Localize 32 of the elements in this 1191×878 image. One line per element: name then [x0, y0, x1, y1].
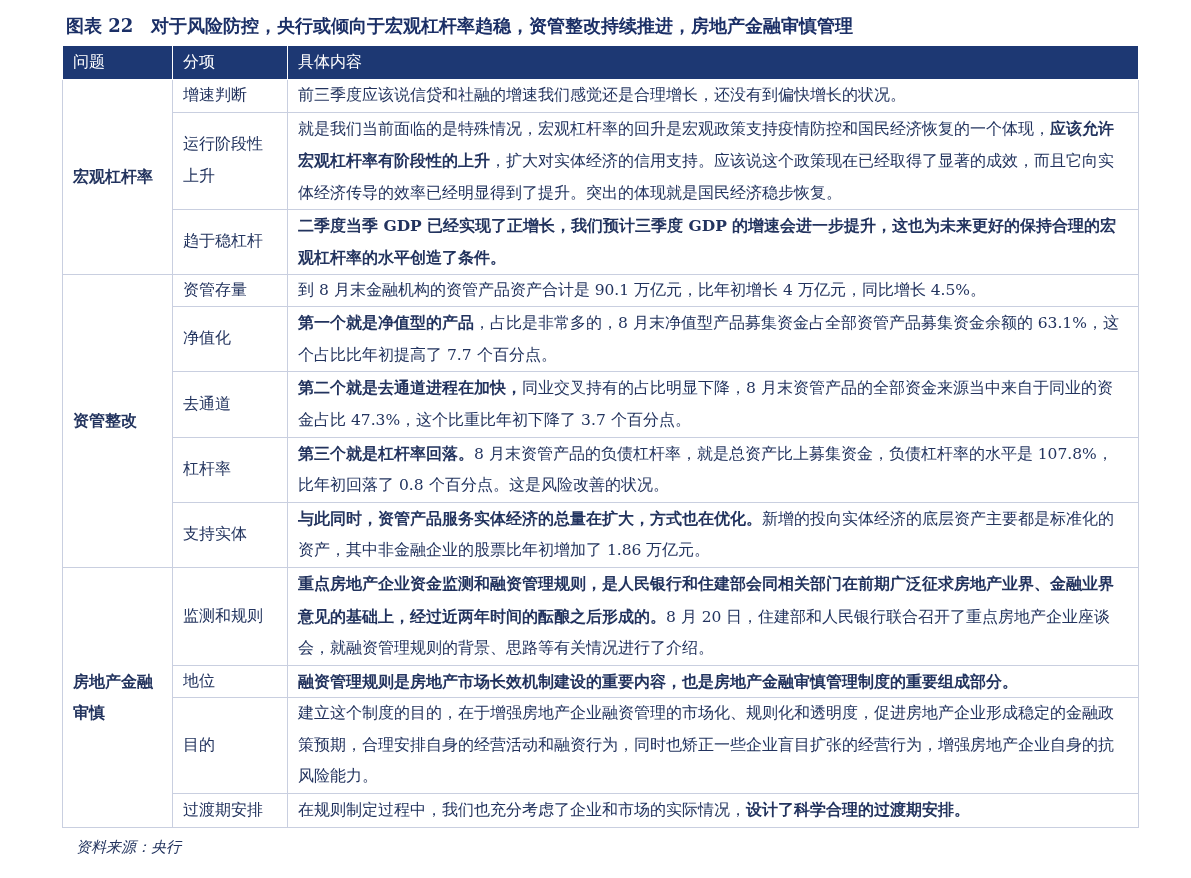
header-cell: 具体内容 [287, 45, 1139, 80]
table-cell: 第三个就是杠杆率回落。8 月末资管产品的负债杠杆率，就是总资产比上募集资金，负债杠杆率的水平是 107.8%，比年初回落了 0.8 个百分点。这是风险改善的状况。 [287, 437, 1139, 503]
table-cell: 宏观杠杆率 [62, 79, 173, 275]
table-cell: 在规则制定过程中，我们也充分考虑了企业和市场的实际情况，设计了科学合理的过渡期安排。 [287, 793, 1139, 828]
table-cell: 监测和规则 [172, 567, 288, 666]
table-cell: 目的 [172, 697, 288, 794]
table-cell: 二季度当季 GDP 已经实现了正增长，我们预计三季度 GDP 的增速会进一步提升，这也为未来更好的保持合理的宏观杠杆率的水平创造了条件。 [287, 209, 1139, 275]
table-cell: 支持实体 [172, 502, 288, 568]
table-cell: 第二个就是去通道进程在加快，同业交叉持有的占比明显下降，8 月末资管产品的全部资金来源当中来自于同业的资金占比 47.3%，这个比重比年初下降了 3.7 个百分点。 [287, 371, 1139, 438]
table-cell: 净值化 [172, 306, 288, 372]
table-cell: 杠杆率 [172, 437, 288, 503]
table-cell: 房地产金融审慎 [62, 567, 173, 828]
table-cell: 地位 [172, 665, 288, 698]
source-note: 资料来源：央行 [76, 838, 181, 857]
table-cell: 重点房地产企业资金监测和融资管理规则，是人民银行和住建部会同相关部门在前期广泛征求房地产业界、金融业界意见的基础上，经过近两年时间的酝酿之后形成的。8 月 20 日，住建部和人民银行联合召开了重点房地产企业座谈会，就融资管理规则的背景、思路等有关情况进行了介绍。 [287, 567, 1139, 666]
table-cell: 增速判断 [172, 79, 288, 113]
header-cell: 问题 [62, 45, 173, 80]
table-cell: 建立这个制度的目的，在于增强房地产企业融资管理的市场化、规则化和透明度，促进房地产企业形成稳定的金融政策预期，合理安排自身的经营活动和融资行为，同时也矫正一些企业盲目扩张的经营行为，增强房地产企业自身的抗风险能力。 [287, 697, 1139, 794]
table-cell: 就是我们当前面临的是特殊情况，宏观杠杆率的回升是宏观政策支持疫情防控和国民经济恢复的一个体现，应该允许宏观杠杆率有阶段性的上升，扩大对实体经济的信用支持。应该说这个政策现在已经取得了显著的成效，而且它向实体经济传导的效率已经明显得到了提升。突出的体现就是国民经济稳步恢复。 [287, 112, 1139, 210]
header-cell: 分项 [172, 45, 288, 80]
table-cell: 去通道 [172, 371, 288, 438]
table-cell: 与此同时，资管产品服务实体经济的总量在扩大，方式也在优化。新增的投向实体经济的底层资产主要都是标准化的资产，其中非金融企业的股票比年初增加了 1.86 万亿元。 [287, 502, 1139, 568]
table-cell: 资管整改 [62, 274, 173, 568]
table-cell: 趋于稳杠杆 [172, 209, 288, 275]
table-cell: 运行阶段性上升 [172, 112, 288, 210]
table-cell: 融资管理规则是房地产市场长效机制建设的重要内容，也是房地产金融审慎管理制度的重要组成部分。 [287, 665, 1139, 698]
table-cell: 前三季度应该说信贷和社融的增速我们感觉还是合理增长，还没有到偏快增长的状况。 [287, 79, 1139, 113]
table-cell: 过渡期安排 [172, 793, 288, 828]
chart-title: 图表 22 对于风险防控，央行或倾向于宏观杠杆率趋稳，资管整改持续推进，房地产金融审慎管理 [66, 14, 854, 38]
table-cell: 资管存量 [172, 274, 288, 307]
table-cell: 到 8 月末金融机构的资管产品资产合计是 90.1 万亿元，比年初增长 4 万亿元，同比增长 4.5%。 [287, 274, 1139, 307]
table-cell: 第一个就是净值型的产品，占比是非常多的，8 月末净值型产品募集资金占全部资管产品募集资金余额的 63.1%，这个占比比年初提高了 7.7 个百分点。 [287, 306, 1139, 372]
